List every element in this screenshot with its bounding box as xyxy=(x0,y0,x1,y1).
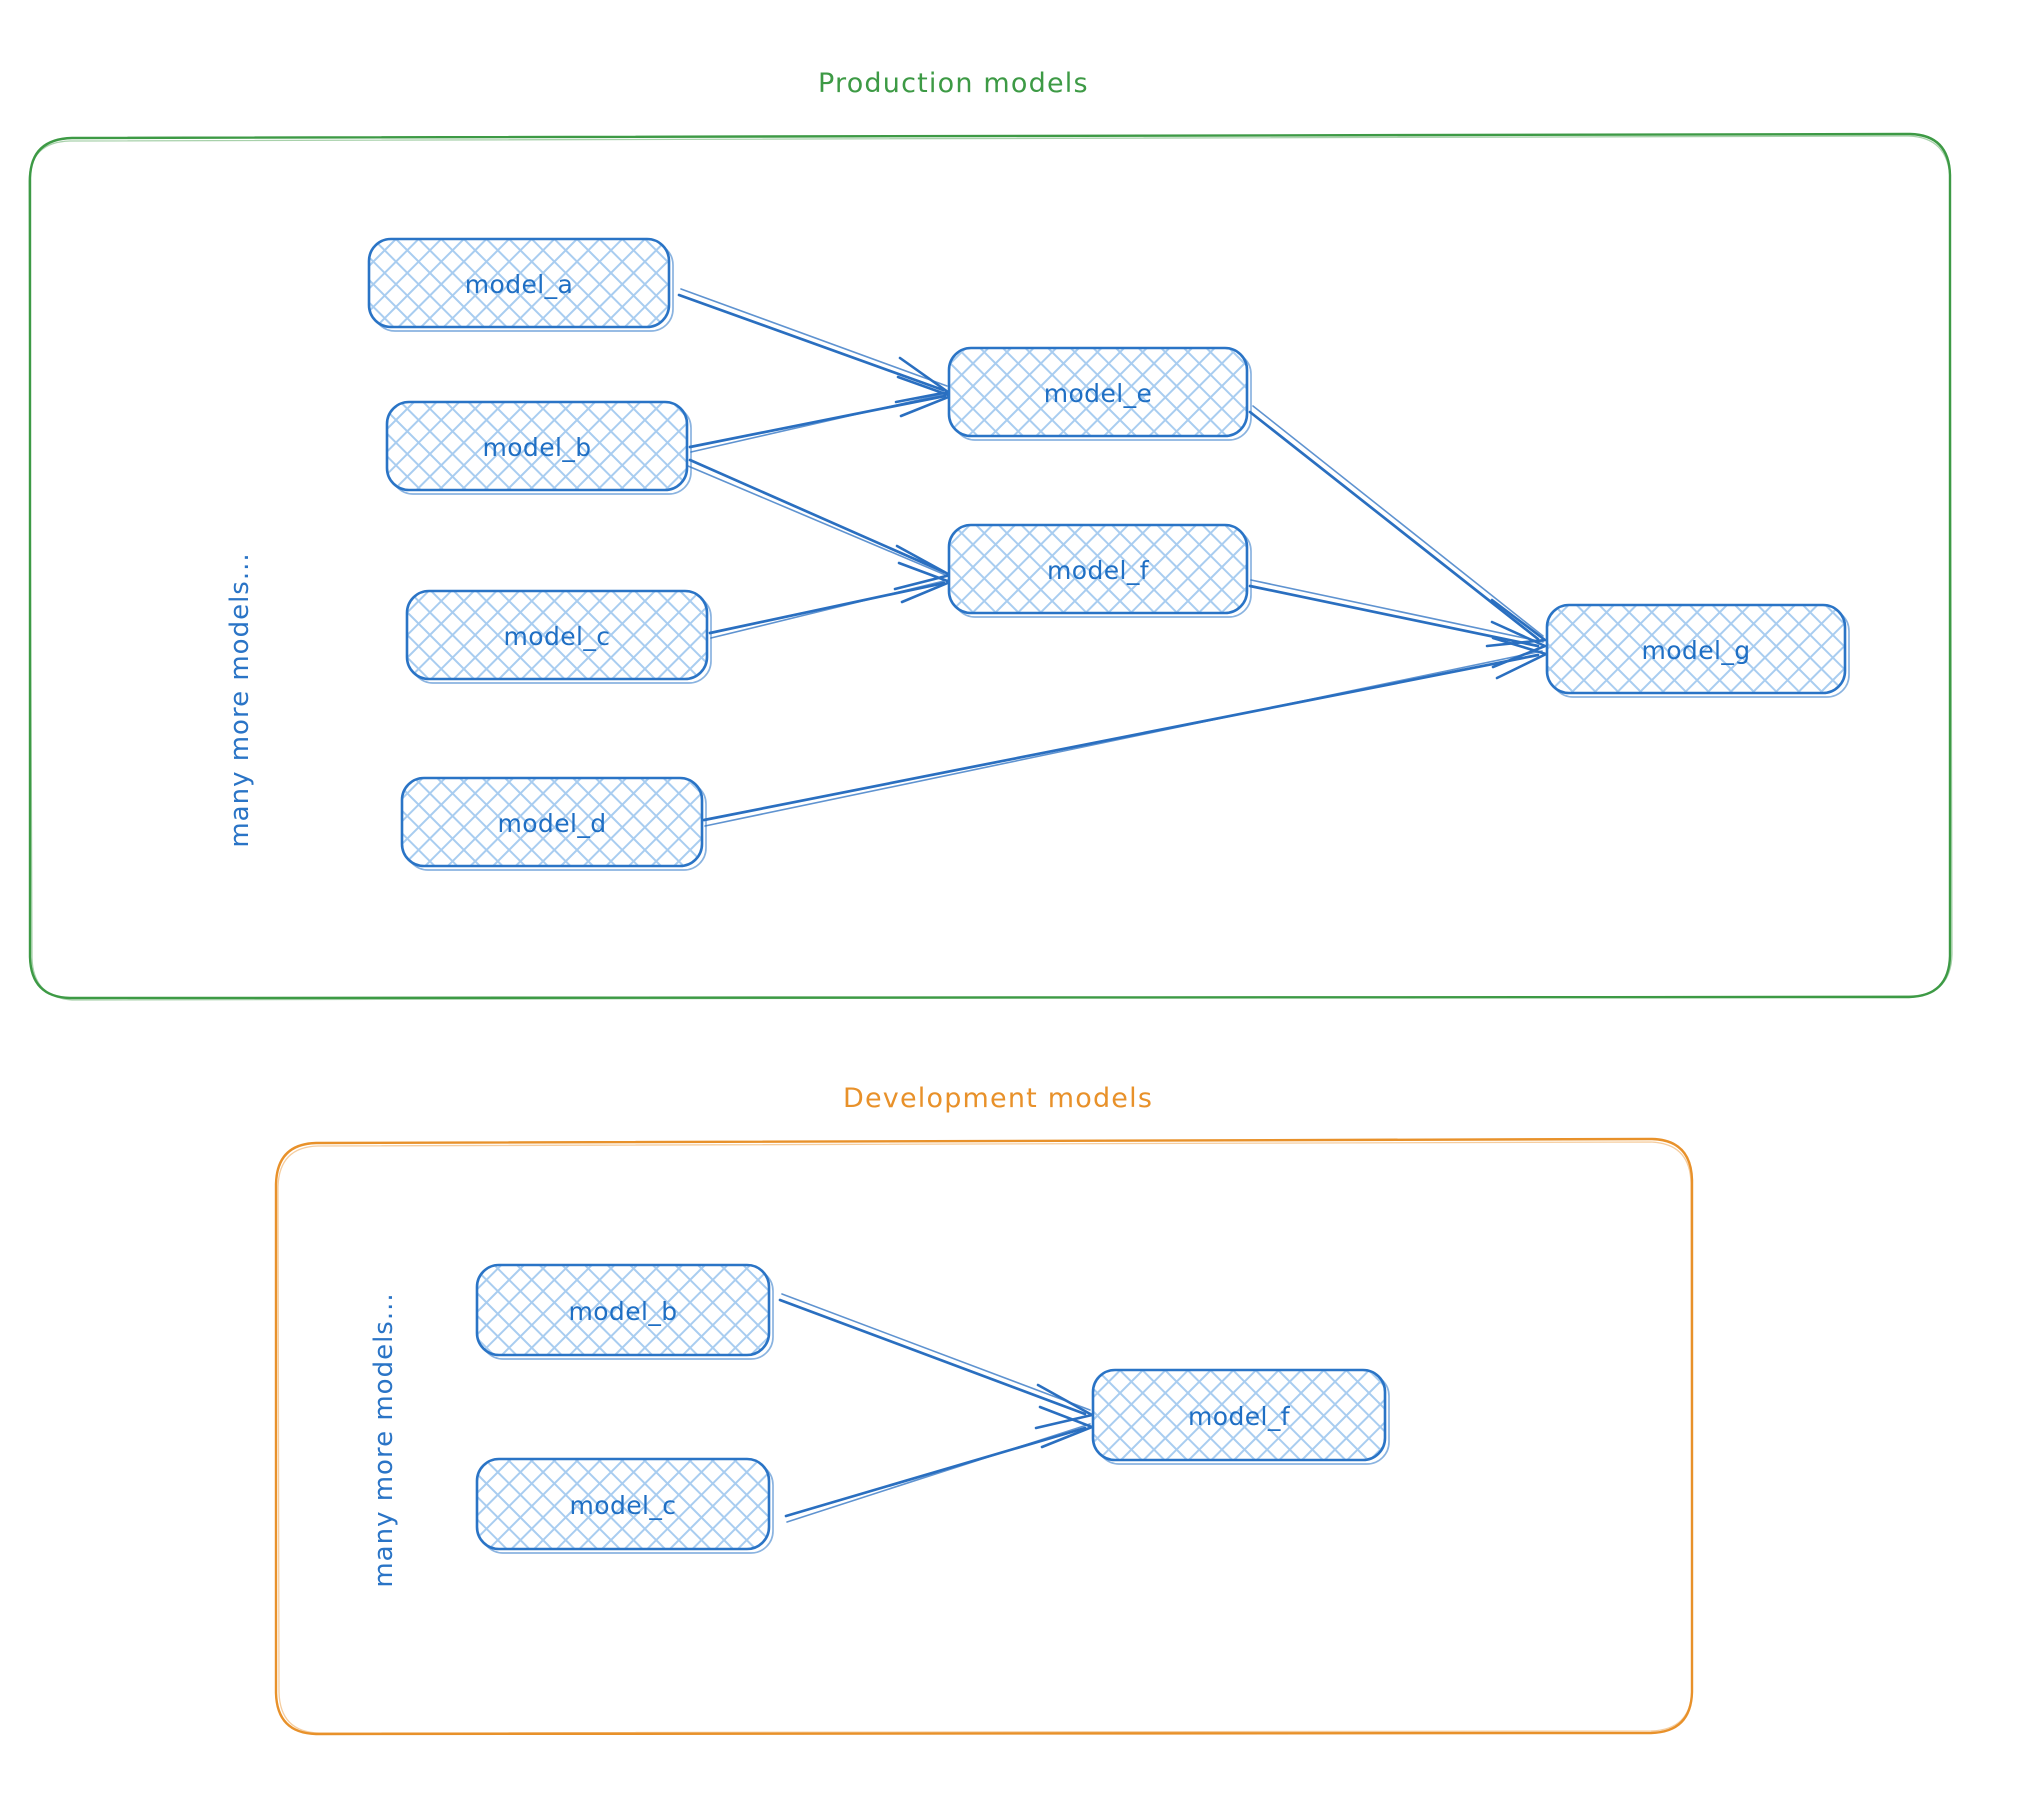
development-many-more-models-label: many more models... xyxy=(369,1292,399,1587)
node-model_g-label: model_g xyxy=(1641,636,1750,665)
edge-model_a-to-model_e xyxy=(677,288,952,404)
production-container-outline xyxy=(28,132,1952,1000)
node-dev_model_c-label: model_c xyxy=(570,1491,677,1520)
node-model_g[interactable]: model_g xyxy=(1545,603,1850,698)
edge-model_b-to-model_e xyxy=(688,375,955,453)
edge-model_f-to-model_g xyxy=(1248,579,1549,669)
production-edges xyxy=(677,288,1550,827)
node-model_d-label: model_d xyxy=(497,809,606,838)
node-model_d-box[interactable] xyxy=(400,776,704,868)
node-model_a-box[interactable] xyxy=(367,237,671,329)
node-model_f-box[interactable] xyxy=(947,523,1249,615)
node-model_c[interactable]: model_c xyxy=(405,589,712,684)
edge-dev_model_c-to-dev_model_f xyxy=(784,1405,1096,1523)
group-development: Development models many more models... xyxy=(274,1083,1694,1736)
edge-model_c-to-model_f xyxy=(708,561,954,639)
production-many-more-models-label: many more models... xyxy=(225,552,255,847)
node-model_b-box[interactable] xyxy=(385,400,689,492)
node-dev_model_b-box[interactable] xyxy=(475,1263,771,1357)
node-model_c-box[interactable] xyxy=(405,589,709,681)
node-model_e[interactable]: model_e xyxy=(947,346,1252,441)
node-model_a-label: model_a xyxy=(465,270,573,299)
node-model_g-box[interactable] xyxy=(1545,603,1847,695)
development-group-title: Development models xyxy=(843,1083,1153,1114)
node-model_e-label: model_e xyxy=(1044,379,1153,408)
development-container-outline xyxy=(274,1137,1694,1736)
group-production: Production models many more models... xyxy=(28,68,1953,1001)
development-container-outline-ghost xyxy=(277,1141,1693,1734)
node-model_f[interactable]: model_f xyxy=(947,523,1252,618)
node-dev_model_b-label: model_b xyxy=(568,1297,677,1326)
node-model_d[interactable]: model_d xyxy=(400,776,707,871)
node-model_e-box[interactable] xyxy=(947,346,1249,438)
node-dev_model_f-label: model_f xyxy=(1188,1402,1291,1431)
node-model_b-label: model_b xyxy=(482,433,591,462)
node-dev_model_b[interactable]: model_b xyxy=(475,1263,774,1360)
edge-model_d-to-model_g xyxy=(702,636,1550,827)
node-dev_model_f-box[interactable] xyxy=(1091,1368,1387,1462)
node-dev_model_c[interactable]: model_c xyxy=(475,1457,774,1554)
production-group-title: Production models xyxy=(818,68,1089,99)
node-dev_model_c-box[interactable] xyxy=(475,1457,771,1551)
node-model_f-label: model_f xyxy=(1047,556,1150,585)
node-model_b[interactable]: model_b xyxy=(385,400,692,495)
edge-model_b-to-model_f xyxy=(687,458,954,591)
node-model_a[interactable]: model_a xyxy=(367,237,674,332)
node-model_c-label: model_c xyxy=(504,622,611,651)
development-edges xyxy=(778,1293,1096,1523)
edge-model_e-to-model_g xyxy=(1248,405,1549,648)
node-dev_model_f[interactable]: model_f xyxy=(1091,1368,1390,1465)
